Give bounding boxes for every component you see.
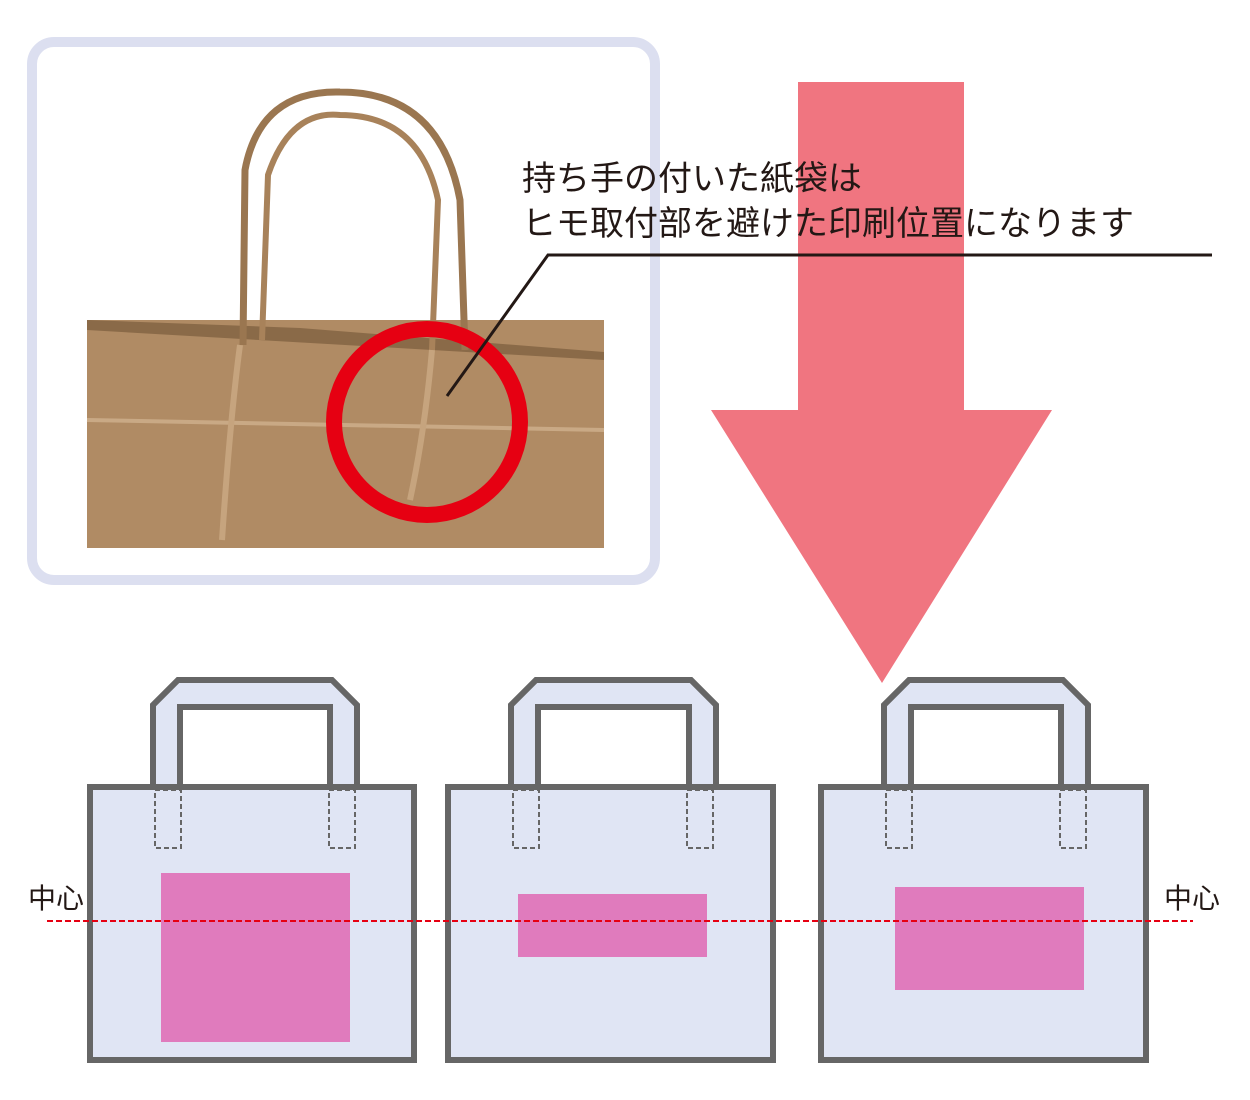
down-arrow (711, 82, 1052, 683)
callout-leader-line (445, 253, 1212, 397)
center-label-right: 中心 (1164, 882, 1220, 915)
bag-3 (818, 677, 1149, 1063)
highlight-circle (326, 321, 528, 523)
handle-attachment-marks (154, 789, 1087, 849)
print-area-2 (518, 894, 707, 957)
callout-line-2: ヒモ取付部を避けた印刷位置になります (522, 204, 1134, 244)
bag-2 (445, 677, 776, 1063)
print-area-1 (161, 873, 350, 1042)
callout-line-1: 持ち手の付いた紙袋は (522, 159, 862, 199)
print-area-3 (895, 887, 1084, 990)
center-label-left: 中心 (28, 882, 84, 915)
